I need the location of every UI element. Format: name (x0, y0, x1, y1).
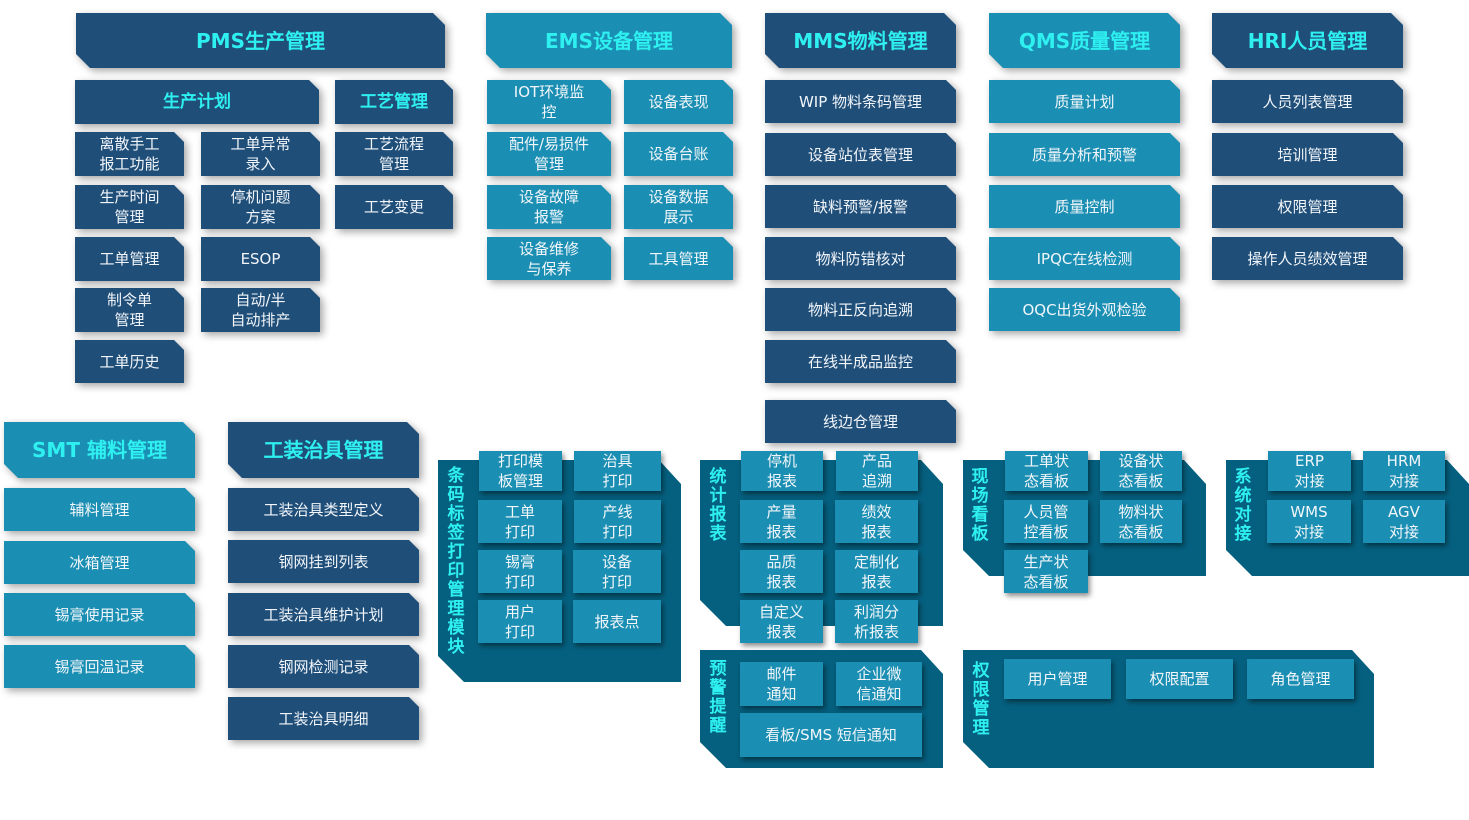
tooling-title[interactable]: 工装治具管理 (228, 422, 419, 478)
barcode-item[interactable]: 设备 打印 (573, 550, 661, 593)
integration-item[interactable]: HRM 对接 (1363, 451, 1445, 491)
qms-title[interactable]: QMS质量管理 (989, 13, 1180, 68)
hri-item[interactable]: 人员列表管理 (1212, 80, 1403, 123)
qms-item[interactable]: OQC出货外观检验 (989, 288, 1180, 331)
boards-item[interactable]: 人员管 控看板 (1004, 500, 1088, 543)
mms-title[interactable]: MMS物料管理 (765, 13, 956, 68)
barcode-item[interactable]: 打印模 板管理 (479, 451, 562, 491)
reports-item[interactable]: 产品 追溯 (836, 451, 918, 491)
mms-item[interactable]: 物料正反向追溯 (765, 288, 956, 331)
hri-item[interactable]: 培训管理 (1212, 133, 1403, 176)
pms-plan-title[interactable]: 生产计划 (75, 80, 319, 124)
qms-item[interactable]: 质量计划 (989, 80, 1180, 123)
reports-panel-title: 统计报表 (709, 467, 727, 544)
mms-item[interactable]: WIP 物料条码管理 (765, 80, 956, 123)
barcode-item[interactable]: 工单 打印 (478, 500, 562, 543)
integration-item[interactable]: WMS 对接 (1267, 500, 1351, 543)
reports-item[interactable]: 品质 报表 (740, 550, 823, 593)
tooling-item[interactable]: 工装治具类型定义 (228, 488, 419, 531)
integration-item[interactable]: AGV 对接 (1363, 500, 1445, 543)
smt-item[interactable]: 辅料管理 (4, 488, 195, 531)
tooling-item[interactable]: 工装治具明细 (228, 697, 419, 740)
tooling-item[interactable]: 钢网检测记录 (228, 645, 419, 688)
mms-item[interactable]: 线边仓管理 (765, 400, 956, 443)
mms-item[interactable]: 物料防错核对 (765, 237, 956, 280)
smt-item[interactable]: 冰箱管理 (4, 541, 195, 584)
alerts-item[interactable]: 看板/SMS 短信通知 (740, 713, 922, 757)
permissions-item[interactable]: 角色管理 (1247, 659, 1354, 699)
pms-plan-item[interactable]: 制令单 管理 (75, 288, 184, 332)
permissions-item[interactable]: 用户管理 (1004, 659, 1111, 699)
pms-process-item[interactable]: 工艺流程 管理 (335, 132, 453, 176)
boards-item[interactable]: 生产状 态看板 (1004, 550, 1088, 593)
barcode-item[interactable]: 产线 打印 (574, 500, 661, 543)
barcode-item[interactable]: 锡膏 打印 (478, 550, 562, 593)
smt-title[interactable]: SMT 辅料管理 (4, 422, 195, 478)
reports-item[interactable]: 绩效 报表 (835, 500, 918, 543)
qms-item[interactable]: IPQC在线检测 (989, 237, 1180, 280)
integration-panel-title: 系统对接 (1234, 467, 1252, 544)
reports-item[interactable]: 利润分 析报表 (835, 600, 918, 643)
tooling-item[interactable]: 工装治具维护计划 (228, 593, 419, 636)
pms-plan-item[interactable]: 离散手工 报工功能 (75, 132, 184, 176)
qms-item[interactable]: 质量控制 (989, 185, 1180, 228)
mms-item[interactable]: 设备站位表管理 (765, 133, 956, 176)
tooling-item[interactable]: 钢网挂到列表 (228, 540, 419, 583)
ems-item[interactable]: 设备台账 (624, 132, 733, 176)
reports-item[interactable]: 自定义 报表 (740, 600, 823, 643)
boards-item[interactable]: 设备状 态看板 (1100, 451, 1182, 491)
ems-item[interactable]: 配件/易损件 管理 (487, 132, 611, 176)
permissions-panel-title: 权限管理 (972, 661, 990, 738)
pms-process-title[interactable]: 工艺管理 (335, 80, 453, 124)
reports-item[interactable]: 定制化 报表 (835, 550, 918, 593)
barcode-item[interactable]: 报表点 (573, 600, 661, 643)
reports-item[interactable]: 产量 报表 (740, 500, 823, 543)
qms-item[interactable]: 质量分析和预警 (989, 133, 1180, 176)
hri-item[interactable]: 权限管理 (1212, 185, 1403, 228)
ems-item[interactable]: 设备数据 展示 (624, 185, 733, 229)
pms-plan-item[interactable]: 生产时间 管理 (75, 185, 184, 229)
reports-item[interactable]: 停机 报表 (741, 451, 823, 491)
boards-item[interactable]: 工单状 态看板 (1005, 451, 1088, 491)
smt-item[interactable]: 锡膏使用记录 (4, 593, 195, 636)
permissions-item[interactable]: 权限配置 (1126, 659, 1233, 699)
ems-item[interactable]: 设备故障 报警 (487, 185, 611, 229)
pms-process-item[interactable]: 工艺变更 (335, 185, 453, 229)
ems-item[interactable]: 工具管理 (624, 237, 733, 280)
pms-title[interactable]: PMS生产管理 (76, 13, 445, 68)
barcode-item[interactable]: 用户 打印 (478, 600, 562, 643)
mms-item[interactable]: 在线半成品监控 (765, 340, 956, 383)
pms-plan-item[interactable]: 工单历史 (75, 340, 184, 383)
hri-title[interactable]: HRI人员管理 (1212, 13, 1403, 68)
pms-plan-item[interactable]: 工单异常 录入 (201, 132, 320, 176)
pms-plan-item[interactable]: 自动/半 自动排产 (201, 288, 320, 332)
alerts-item[interactable]: 邮件 通知 (740, 662, 823, 706)
mms-item[interactable]: 缺料预警/报警 (765, 185, 956, 228)
pms-plan-item[interactable]: 停机问题 方案 (201, 185, 320, 229)
barcode-item[interactable]: 治具 打印 (574, 451, 661, 491)
pms-plan-item[interactable]: 工单管理 (75, 237, 184, 281)
hri-item[interactable]: 操作人员绩效管理 (1212, 237, 1403, 280)
ems-item[interactable]: 设备表现 (624, 80, 733, 124)
barcode-panel-title: 条码标签打印管理模块 (447, 466, 465, 657)
integration-item[interactable]: ERP 对接 (1268, 451, 1351, 491)
ems-title[interactable]: EMS设备管理 (486, 13, 732, 68)
boards-panel-title: 现场看板 (971, 467, 989, 544)
boards-item[interactable]: 物料状 态看板 (1100, 500, 1182, 543)
ems-item[interactable]: 设备维修 与保养 (487, 237, 611, 280)
pms-plan-item[interactable]: ESOP (201, 237, 320, 281)
smt-item[interactable]: 锡膏回温记录 (4, 645, 195, 688)
alerts-item[interactable]: 企业微 信通知 (836, 662, 922, 706)
alerts-panel-title: 预警提醒 (709, 659, 727, 736)
ems-item[interactable]: IOT环境监 控 (487, 80, 611, 124)
